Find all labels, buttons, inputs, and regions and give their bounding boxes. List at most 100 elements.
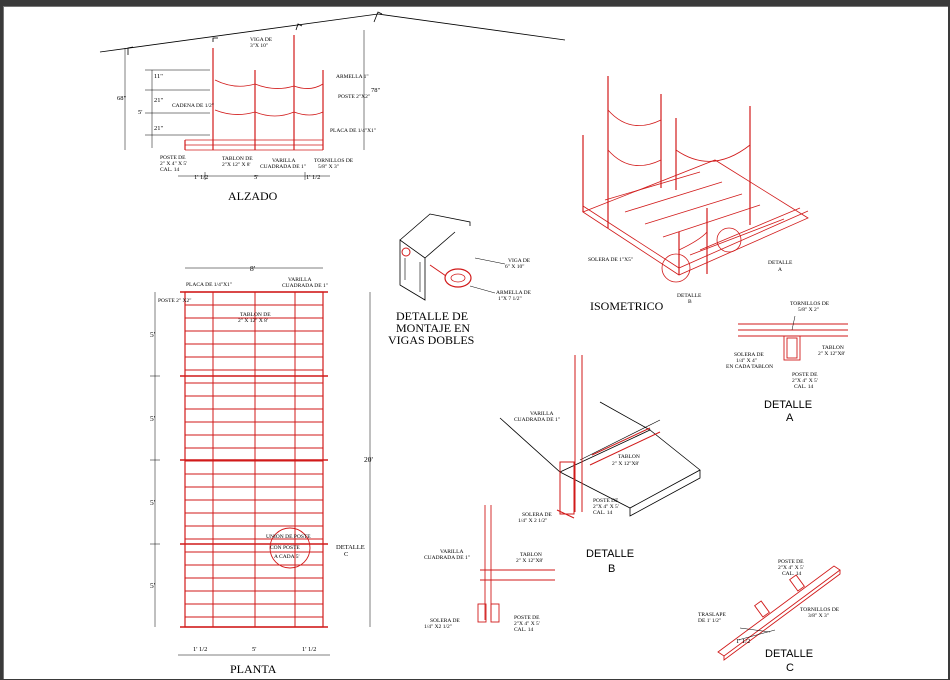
montaje-armella-1: ARMELLA DE — [496, 290, 532, 296]
dim-20ft: 20' — [364, 455, 374, 464]
label-armella: ARMELLA 1" — [336, 74, 369, 80]
label-viga: VIGA DE — [250, 37, 273, 43]
plan-label-tablon-2: 2" X 12" X 8' — [238, 318, 268, 324]
detalle-a-title-1: DETALLE — [764, 399, 812, 411]
b-varilla-2: CUADRADA DE 1" — [514, 417, 560, 423]
montaje-viga-1: VIGA DE — [508, 258, 531, 264]
a-tornillos-2: 5/8" X 2" — [798, 307, 819, 313]
chain-mid — [214, 109, 324, 117]
dim-bottom-1: 1' 1/2 — [194, 174, 208, 181]
a-poste-2: 2"X 4" X 5' — [792, 378, 818, 384]
bs-solera-2: 1/4" X2 1/2" — [424, 624, 452, 630]
label-cadena: CADENA DE 1/2" — [172, 103, 214, 109]
a-poste-1: POSTE DE — [792, 372, 818, 378]
detalle-c-title-1: DETALLE — [765, 648, 813, 660]
iso-detalle-a-marker — [716, 227, 742, 253]
dim-plan-b1: 1' 1/2 — [193, 646, 207, 653]
c-poste-1: POSTE DE — [778, 559, 804, 565]
plan-label-union-1: UNION DE POSTE — [266, 534, 311, 540]
c-dim: 1' 1/2 — [736, 638, 750, 645]
montaje-title-3: VIGAS DOBLES — [388, 333, 474, 347]
label-varilla-1: VARILLA — [272, 158, 295, 164]
b-tablon-1: TABLON — [618, 454, 640, 460]
dim-68: 68" — [117, 95, 127, 102]
a-solera-3: EN CADA TABLON — [726, 364, 773, 370]
isometric-view: SOLERA DE 1"X5" DETALLE A DETALLE B ISOM… — [582, 76, 809, 313]
label-tornillos-1: TORNILLOS DE — [314, 158, 354, 164]
dim-5a: 5' — [150, 330, 156, 339]
dim-plan-b2: 5' — [252, 646, 256, 653]
detalle-a: TORNILLOS DE 5/8" X 2" SOLERA DE 1/4" X … — [726, 301, 848, 424]
iso-solera: SOLERA DE 1"X5" — [588, 257, 633, 263]
isometrico-title: ISOMETRICO — [590, 299, 664, 313]
label-poste-2: 2" X 4" X 5' — [160, 161, 187, 167]
dim-5c: 5' — [150, 498, 156, 507]
label-tablon-2: 2"X 12" X 8' — [222, 162, 251, 168]
a-poste-3: CAL. 14 — [794, 384, 814, 390]
dim-bottom-3: 1' 1/2 — [306, 174, 320, 181]
b-solera-2: 1/4" X 2 1/2" — [518, 518, 547, 524]
a-tablon-1: TABLON — [822, 345, 844, 351]
a-tablon-2: 2" X 12"X8' — [818, 351, 845, 357]
beam-hook-left — [127, 46, 134, 55]
plan-label-union-3: A CADA 5' — [274, 554, 299, 560]
montaje-armella-2: 1"X 7 1/2" — [498, 296, 522, 302]
b-varilla-1: VARILLA — [530, 411, 553, 417]
bs-poste-3: CAL. 14 — [514, 627, 534, 633]
c-traslape-1: TRASLAPE — [698, 612, 726, 618]
beam-hook-right — [295, 23, 303, 31]
roof-line — [99, 13, 566, 53]
montaje-title-1: DETALLE DE — [396, 309, 468, 323]
beam-hook-mid — [212, 37, 218, 42]
bs-varilla-2: CUADRADA DE 1" — [424, 555, 470, 561]
plan-label-tablon-1: TABLON DE — [240, 312, 271, 318]
roof-hook — [373, 11, 383, 23]
detalle-c-marker — [269, 527, 311, 569]
detalle-b: VARILLA CUADRADA DE 1" TABLON 2" X 12"X8… — [424, 355, 701, 633]
dim-11: 11" — [154, 73, 163, 80]
dim-8ft: 8' — [250, 264, 256, 273]
plan-label-detalle-2: C — [344, 551, 348, 558]
alzado-elevation: 11" 21" 21" 5' 68" 78" 1' 1/2 5' 1' 1/2 … — [99, 11, 566, 203]
plan-label-varilla-2: CUADRADA DE 1" — [282, 283, 328, 289]
b-poste-1: POSTE DE — [593, 498, 619, 504]
plan-label-placa: PLACA DE 1/4"X1" — [186, 282, 232, 288]
planta-plan: 8' 20' 5' 5' 5' 5' 1' 1/2 5' 1' 1/2 PLAC… — [150, 264, 374, 676]
dim-5b: 5' — [150, 414, 156, 423]
dim-21-bottom: 21" — [154, 125, 164, 132]
dim-5d: 5' — [150, 581, 156, 590]
iso-detalle-a-2: A — [778, 267, 782, 273]
plan-label-union-2: CON POSTE — [270, 545, 300, 551]
bs-tablon-1: TABLON — [520, 552, 542, 558]
window-top-strip — [0, 0, 950, 6]
b-solera-1: SOLERA DE — [522, 512, 552, 518]
dim-bottom-2: 5' — [254, 174, 258, 181]
b-poste-2: 2"X 4" X 5' — [593, 504, 619, 510]
a-solera-1: SOLERA DE — [734, 352, 764, 358]
bs-poste-1: POSTE DE — [514, 615, 540, 621]
label-viga-dim: 3"X 10" — [250, 43, 268, 49]
chain-top — [214, 79, 324, 89]
a-tornillos-1: TORNILLOS DE — [790, 301, 830, 307]
iso-detalle-b-2: B — [688, 299, 692, 305]
label-tablon-1: TABLON DE — [222, 156, 253, 162]
c-tornillos-2: 3/8" X 3" — [808, 613, 829, 619]
plan-label-detalle-1: DETALLE — [336, 544, 365, 551]
drawing-sheet — [3, 6, 948, 679]
montaje-title-2: MONTAJE EN — [396, 321, 470, 335]
c-poste-2: 2"X 4" X 5' — [778, 565, 804, 571]
plan-label-varilla-1: VARILLA — [288, 277, 311, 283]
planta-title: PLANTA — [230, 662, 277, 676]
label-tornillos-2: 5/8" X 3" — [318, 164, 339, 170]
detalle-c-title-2: C — [786, 662, 794, 674]
dim-plan-b3: 1' 1/2 — [302, 646, 316, 653]
dim-21-top: 21" — [154, 97, 164, 104]
alzado-title: ALZADO — [228, 189, 278, 203]
montaje-detail: VIGA DE 6" X 10" ARMELLA DE 1"X 7 1/2" D… — [388, 213, 532, 347]
label-varilla-2: CUADRADA DE 1" — [260, 164, 306, 170]
label-poste-3: CAL. 14 — [160, 167, 180, 173]
label-poste-1: POSTE DE — [160, 155, 186, 161]
b-tablon-2: 2" X 12"X8' — [612, 461, 639, 467]
bs-varilla-1: VARILLA — [440, 549, 463, 555]
